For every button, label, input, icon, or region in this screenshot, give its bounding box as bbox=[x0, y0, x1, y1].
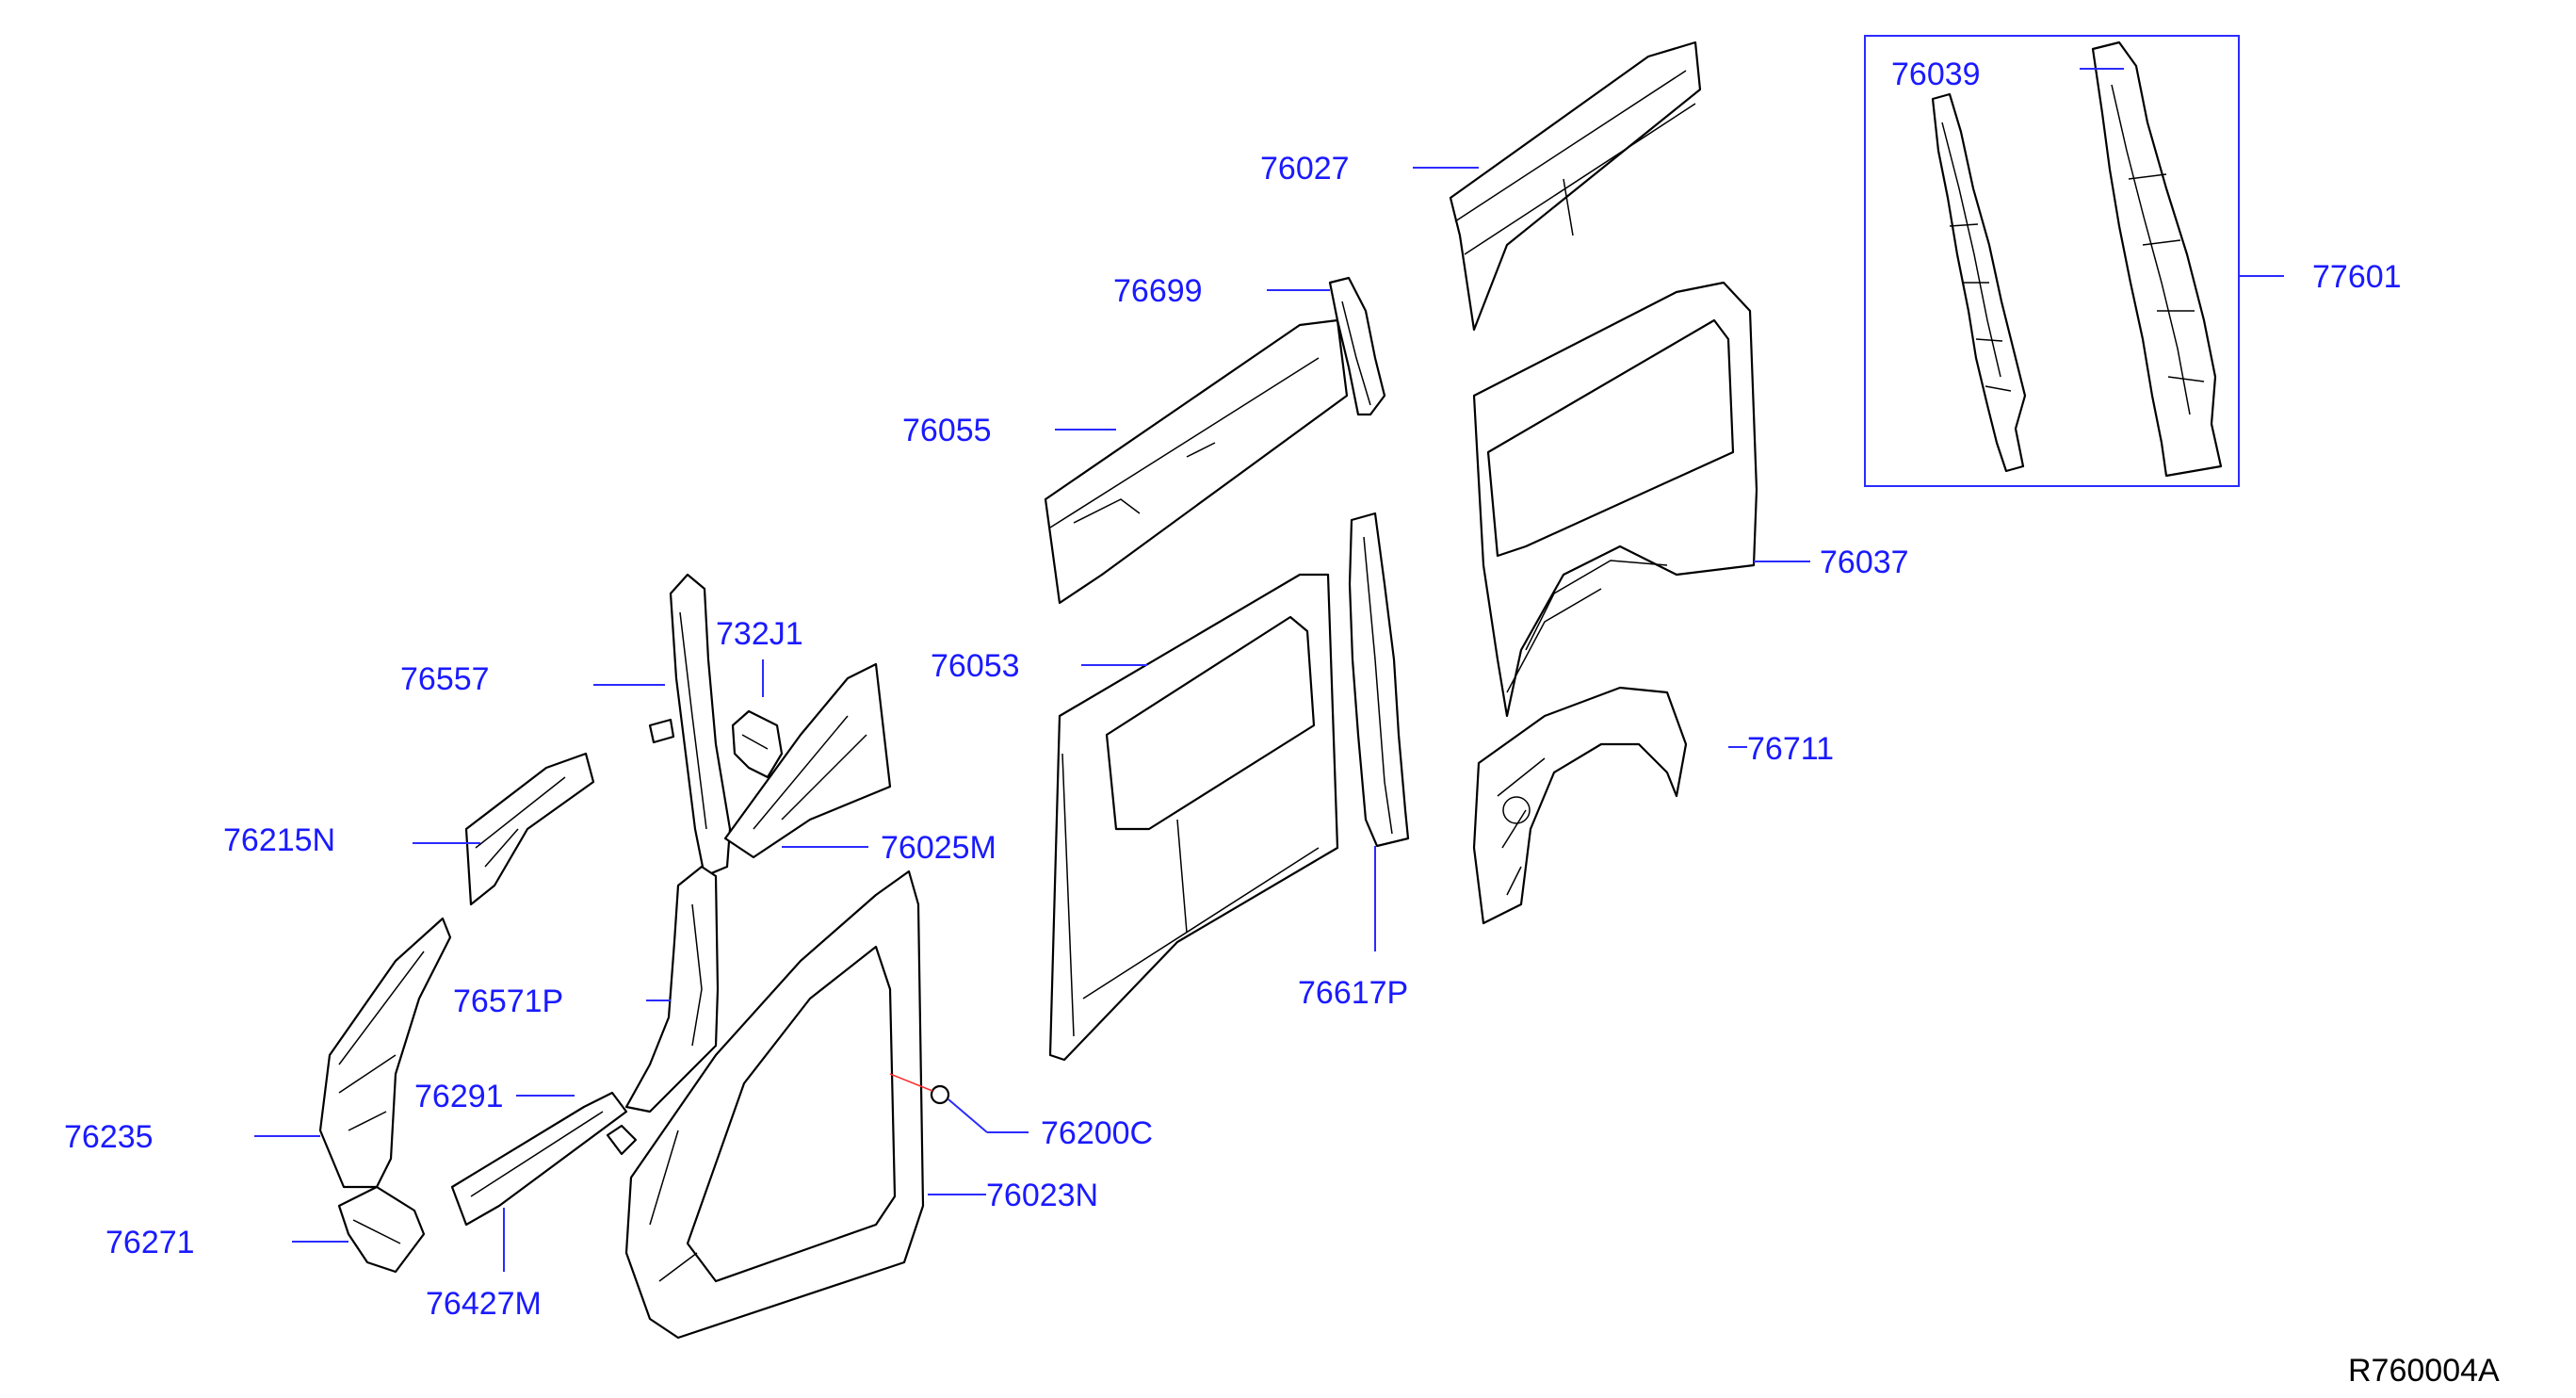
part-76053-door bbox=[1048, 573, 1339, 1062]
label-76025M: 76025M bbox=[881, 830, 996, 866]
part-76235-pillar bbox=[318, 917, 452, 1189]
label-76200C: 76200C bbox=[1041, 1115, 1153, 1151]
part-76200C-clip bbox=[889, 1073, 950, 1105]
part-76039-pillar bbox=[1931, 92, 2027, 473]
label-76215N: 76215N bbox=[223, 822, 335, 858]
label-76037: 76037 bbox=[1820, 545, 1909, 580]
part-76699-pillar bbox=[1328, 276, 1386, 416]
label-76427M: 76427M bbox=[426, 1286, 542, 1322]
part-76055-panel bbox=[1044, 318, 1349, 605]
label-76571P: 76571P bbox=[453, 983, 563, 1019]
label-76617P: 76617P bbox=[1298, 975, 1408, 1011]
callout-box bbox=[1864, 35, 2240, 487]
part-76025M-panel bbox=[723, 662, 892, 859]
part-77601-pillar bbox=[2091, 41, 2223, 478]
label-76039: 76039 bbox=[1891, 57, 1981, 92]
label-76711: 76711 bbox=[1747, 731, 1834, 767]
part-76427M-sill bbox=[450, 1091, 628, 1227]
part-76215N-rail bbox=[464, 752, 595, 906]
part-76711-wheelhouse bbox=[1472, 686, 1688, 925]
part-76271-bracket bbox=[337, 1185, 426, 1274]
part-76291-piece bbox=[606, 1124, 638, 1156]
part-76037-panel bbox=[1472, 281, 1758, 718]
part-732J1-bracket bbox=[731, 709, 784, 779]
label-76055: 76055 bbox=[902, 413, 992, 448]
part-76557-pillar bbox=[648, 573, 732, 878]
part-76023N-frame bbox=[624, 870, 925, 1340]
diagram-code: R760004A bbox=[2348, 1353, 2500, 1389]
label-76023N: 76023N bbox=[986, 1178, 1098, 1213]
part-76027-panel bbox=[1449, 41, 1702, 332]
label-76053: 76053 bbox=[931, 648, 1020, 684]
label-76291: 76291 bbox=[414, 1079, 504, 1114]
label-76557: 76557 bbox=[400, 661, 490, 697]
label-76235: 76235 bbox=[64, 1119, 154, 1155]
label-76027: 76027 bbox=[1260, 151, 1350, 187]
label-732J1: 732J1 bbox=[716, 616, 803, 652]
part-76571P-pillar bbox=[624, 865, 720, 1114]
label-77601: 77601 bbox=[2312, 259, 2402, 295]
label-76699: 76699 bbox=[1113, 273, 1203, 309]
part-76617P-pillar bbox=[1348, 512, 1410, 848]
label-76271: 76271 bbox=[105, 1225, 195, 1260]
